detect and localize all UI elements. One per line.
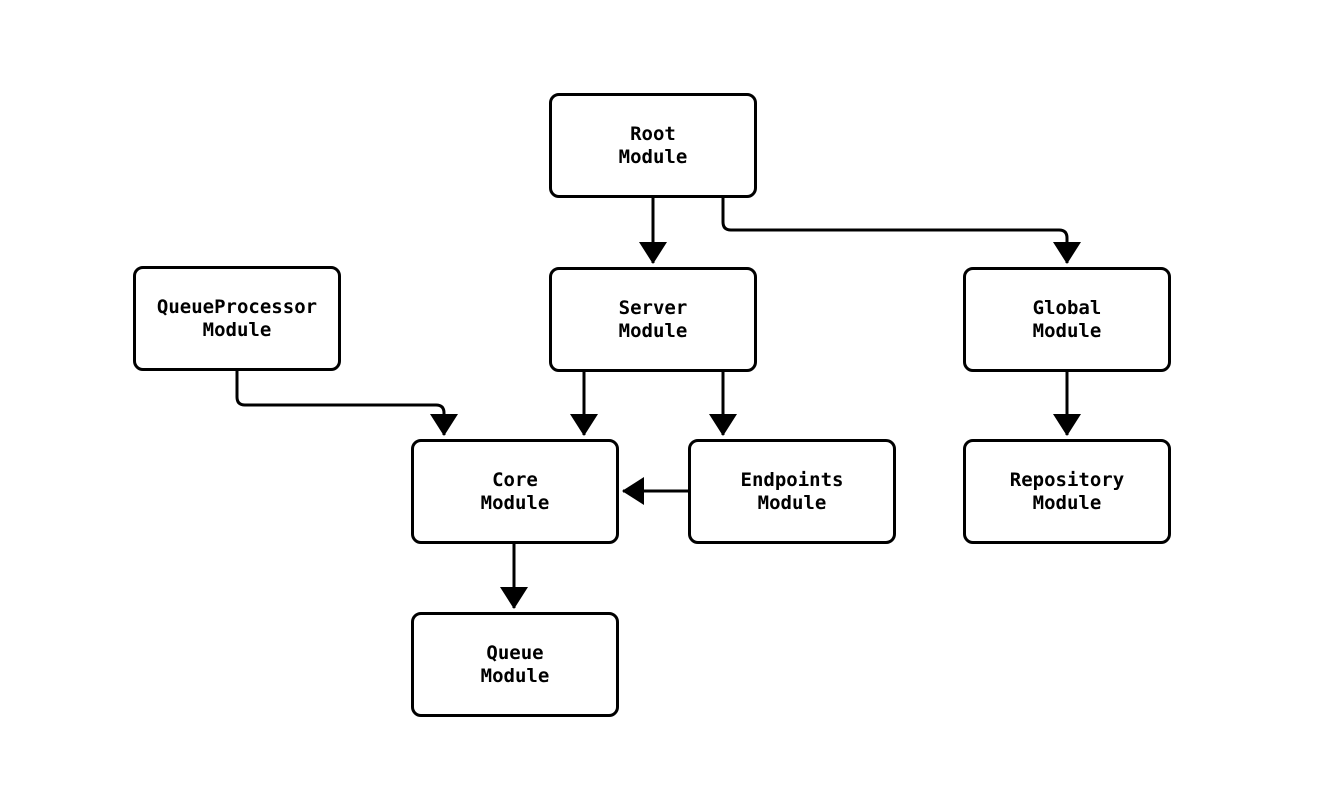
- edge-queueprocessor-to-core: [235, 371, 458, 436]
- node-endpoints-module-label: Endpoints Module: [740, 468, 844, 514]
- node-queueprocessor-module-label: QueueProcessor Module: [156, 295, 318, 341]
- node-repository-module-label: Repository Module: [1009, 468, 1125, 514]
- node-global-module: Global Module: [963, 267, 1171, 372]
- node-server-module: Server Module: [549, 267, 757, 372]
- node-endpoints-module: Endpoints Module: [688, 439, 896, 544]
- node-queueprocessor-module: QueueProcessor Module: [133, 266, 341, 371]
- node-core-module: Core Module: [411, 439, 619, 544]
- node-root-module-label: Root Module: [618, 122, 688, 168]
- node-server-module-label: Server Module: [618, 296, 688, 342]
- node-queue-module-label: Queue Module: [480, 641, 550, 687]
- node-queue-module: Queue Module: [411, 612, 619, 717]
- node-core-module-label: Core Module: [480, 468, 550, 514]
- node-repository-module: Repository Module: [963, 439, 1171, 544]
- node-global-module-label: Global Module: [1032, 296, 1102, 342]
- edge-root-to-global: [721, 198, 1081, 264]
- node-root-module: Root Module: [549, 93, 757, 198]
